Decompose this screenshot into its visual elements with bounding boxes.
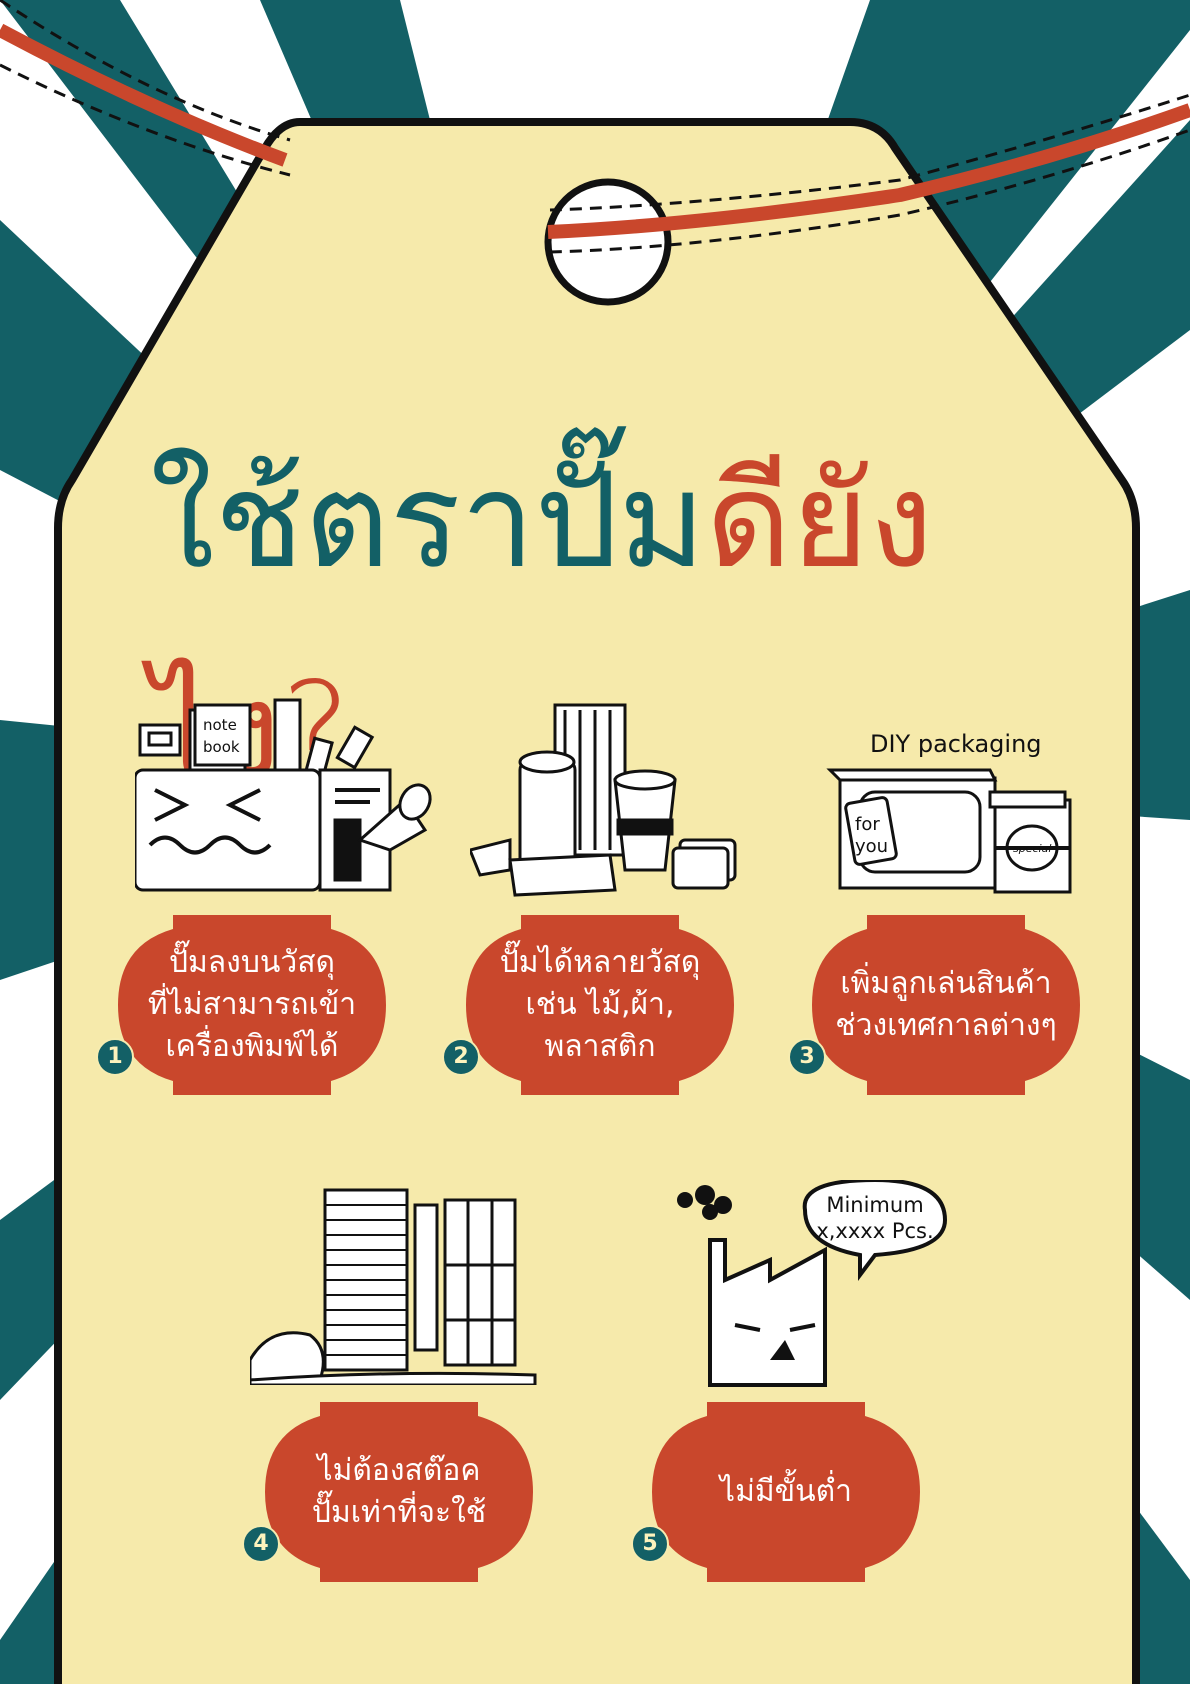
tag-hole <box>544 178 672 306</box>
title-part-1: ใช้ตราปั๊ม <box>150 444 706 598</box>
step-2-line-3: พลาสติก <box>544 1029 656 1064</box>
tag-shape <box>54 118 1140 1684</box>
bubble-line-2: x,xxxx Pcs. <box>816 1219 933 1243</box>
step-4-line-2: ปั๊มเท่าที่จะใช้ <box>311 1495 487 1530</box>
step-number-5: 5 <box>631 1525 669 1563</box>
step-text-5: ไม่มีขั้นต่ำ <box>652 1402 920 1582</box>
step-3-line-2: ช่วงเทศกาลต่างๆ <box>835 1008 1057 1043</box>
tag-label-2: you <box>855 836 888 857</box>
step-1-line-2: ที่ไม่สามารถเข้า <box>147 987 357 1022</box>
step-3-line-1: เพิ่มลูกเล่นสินค้า <box>840 966 1052 1001</box>
bubble-line-1: Minimum <box>826 1193 923 1217</box>
step-5-line-1: ไม่มีขั้นต่ำ <box>720 1474 852 1509</box>
step-number-3: 3 <box>788 1038 826 1076</box>
step-number-4: 4 <box>242 1525 280 1563</box>
box-label: special <box>1013 842 1051 855</box>
step-text-4: ไม่ต้องสต๊อค ปั๊มเท่าที่จะใช้ <box>265 1402 533 1582</box>
step-text-2: ปั๊มได้หลายวัสดุ เช่น ไม้,ผ้า, พลาสติก <box>466 915 734 1095</box>
factory-illustration: Minimum x,xxxx Pcs. <box>677 1180 948 1387</box>
stamp-machine-illustration: note book <box>135 698 432 892</box>
page-title: ใช้ตราปั๊มดียังไง? <box>150 415 1090 808</box>
notebook-label-1: note <box>203 716 237 734</box>
step-number-2: 2 <box>442 1038 480 1076</box>
step-2-line-1: ปั๊มได้หลายวัสดุ <box>499 945 701 980</box>
step-badge-5: ไม่มีขั้นต่ำ <box>652 1402 920 1582</box>
diy-packaging-illustration: DIY packaging for you special <box>826 730 1072 894</box>
diy-label: DIY packaging <box>870 730 1042 758</box>
step-1-line-3: เครื่องพิมพ์ได้ <box>165 1029 339 1064</box>
step-text-1: ปั๊มลงบนวัสดุ ที่ไม่สามารถเข้า เครื่องพิ… <box>118 915 386 1095</box>
step-number-1: 1 <box>96 1038 134 1076</box>
step-badge-2: ปั๊มได้หลายวัสดุ เช่น ไม้,ผ้า, พลาสติก <box>466 915 734 1095</box>
stock-pile-illustration <box>250 1188 537 1385</box>
step-4-line-1: ไม่ต้องสต๊อค <box>317 1453 481 1488</box>
notebook-label-2: book <box>203 738 240 756</box>
step-badge-4: ไม่ต้องสต๊อค ปั๊มเท่าที่จะใช้ <box>265 1402 533 1582</box>
materials-illustration <box>470 703 737 897</box>
step-1-line-1: ปั๊มลงบนวัสดุ <box>168 945 336 980</box>
step-badge-3: เพิ่มลูกเล่นสินค้า ช่วงเทศกาลต่างๆ <box>812 915 1080 1095</box>
step-text-3: เพิ่มลูกเล่นสินค้า ช่วงเทศกาลต่างๆ <box>812 915 1080 1095</box>
tag-label-1: for <box>855 814 880 835</box>
step-badge-1: ปั๊มลงบนวัสดุ ที่ไม่สามารถเข้า เครื่องพิ… <box>118 915 386 1095</box>
step-2-line-2: เช่น ไม้,ผ้า, <box>525 987 675 1022</box>
